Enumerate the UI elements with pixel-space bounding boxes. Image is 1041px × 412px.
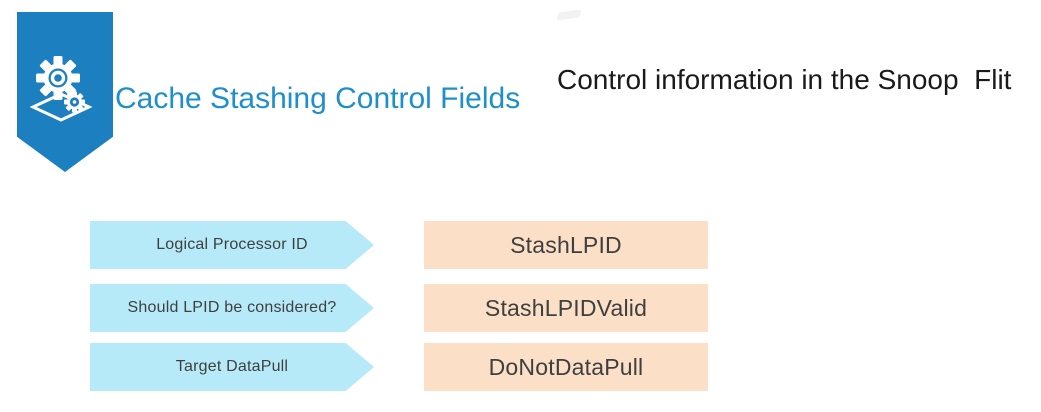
field-name-label: DoNotDataPull <box>488 353 644 380</box>
field-name-box: DoNotDataPull <box>424 343 708 391</box>
field-description-label: Should LPID be considered? <box>127 299 337 316</box>
field-name-box: StashLPIDValid <box>424 284 708 332</box>
field-description-arrow: Logical Processor ID <box>90 221 374 269</box>
title-badge <box>17 12 113 172</box>
control-field-row: Target DataPull DoNotDataPull <box>0 343 1041 391</box>
field-description-arrow: Should LPID be considered? <box>90 284 374 332</box>
field-name-label: StashLPID <box>510 231 622 258</box>
smudge-artifact <box>556 9 582 21</box>
control-field-row: Logical Processor ID StashLPID <box>0 221 1041 269</box>
gears-on-plane-icon <box>30 56 93 122</box>
field-description-label: Target DataPull <box>175 358 289 375</box>
field-name-box: StashLPID <box>424 221 708 269</box>
field-description-arrow: Target DataPull <box>90 343 374 391</box>
slide-subtitle: Control information in the Snoop Flit <box>557 64 1012 95</box>
field-name-label: StashLPIDValid <box>484 294 648 321</box>
slide-title: Cache Stashing Control Fields <box>115 82 521 116</box>
field-description-label: Logical Processor ID <box>156 236 308 253</box>
control-field-row: Should LPID be considered? StashLPIDVali… <box>0 284 1041 332</box>
